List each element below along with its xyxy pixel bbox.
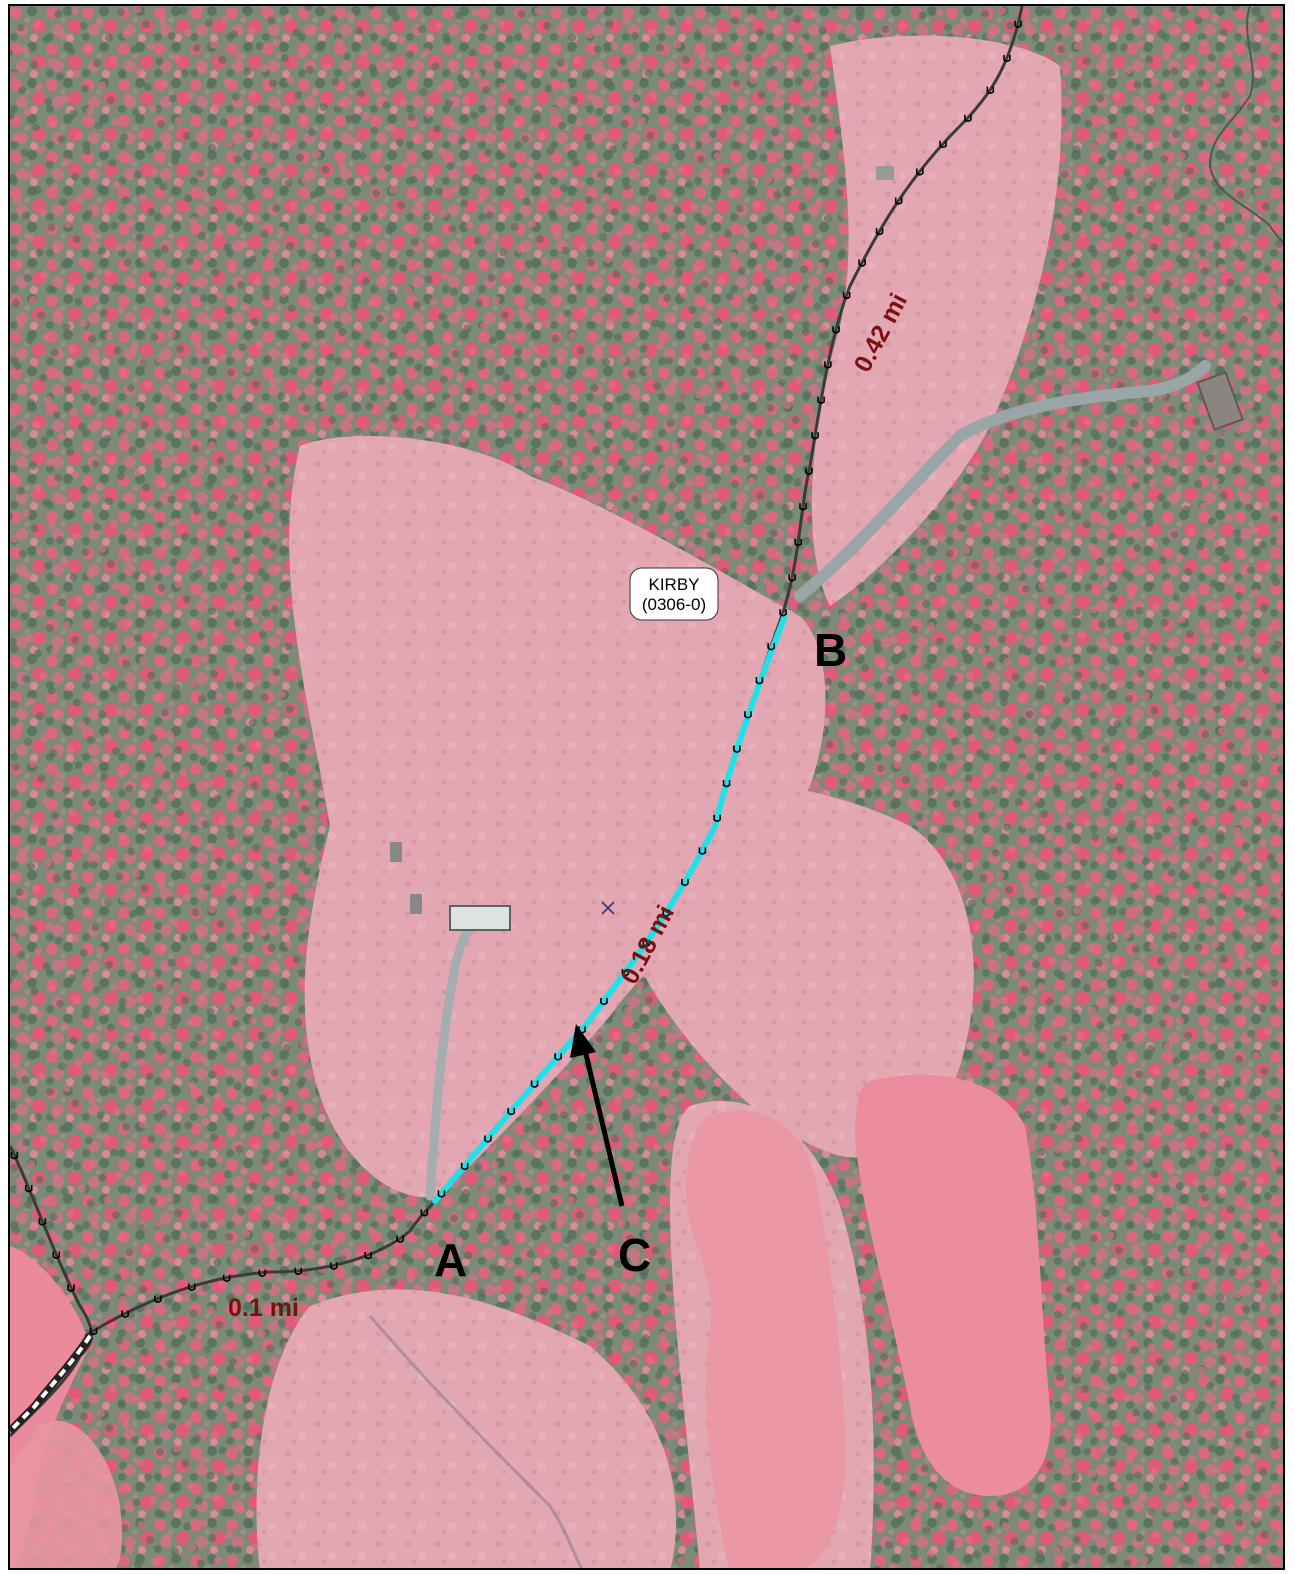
- aerial-map[interactable]: KIRBY (0306-0) B A C 0.18 mi 0.42 mi 0.1…: [10, 6, 1285, 1570]
- x-marker-icon: [601, 901, 615, 915]
- u-trail-marker-icon: [713, 814, 721, 823]
- u-trail-marker-icon: [799, 503, 807, 511]
- pond-east: [855, 1074, 1051, 1496]
- u-trail-marker-icon: [698, 847, 707, 855]
- u-trail-marker-icon: [187, 1283, 196, 1291]
- u-trail-marker-icon: [222, 1274, 231, 1283]
- u-trail-marker-icon: [986, 86, 995, 94]
- u-trail-marker-icon: [437, 1190, 446, 1198]
- central-clearing: [289, 436, 826, 1198]
- u-trail-marker-icon: [154, 1295, 162, 1303]
- u-trail-marker-icon: [939, 140, 947, 149]
- u-trail-marker-icon: [364, 1252, 373, 1260]
- u-trail-marker-icon: [755, 677, 764, 685]
- building-barn: [1196, 371, 1244, 431]
- arrow-pointer-icon: [570, 1024, 625, 1207]
- u-trail-marker-icon: [744, 711, 752, 719]
- u-trail-marker-icon: [24, 1185, 33, 1193]
- u-trail-marker-icon: [858, 259, 866, 267]
- driveway: [425, 926, 473, 1201]
- access-road: [794, 360, 1211, 602]
- point-b-label: B: [814, 624, 847, 676]
- u-trail-marker-icon: [842, 291, 851, 300]
- place-code: (0306-0): [642, 595, 706, 614]
- u-trail-marker-icon: [662, 909, 671, 917]
- building-house: [449, 905, 511, 931]
- u-trail-marker-icon: [530, 1080, 539, 1088]
- u-trail-marker-icon: [52, 1251, 61, 1259]
- u-trail-marker-icon: [460, 1162, 469, 1171]
- place-label: KIRBY (0306-0): [629, 567, 719, 621]
- u-trail-marker-icon: [642, 939, 651, 947]
- u-trail-marker-icon: [824, 361, 832, 369]
- u-trail-marker-icon: [554, 1053, 562, 1061]
- south-clearing: [256, 1289, 676, 1568]
- point-c-label: C: [618, 1229, 651, 1281]
- north-clearing: [811, 35, 1062, 606]
- u-trail-marker-icon: [1003, 54, 1011, 63]
- u-trail-marker-icon: [733, 745, 741, 753]
- u-trail-marker-icon: [621, 968, 630, 977]
- u-trail-marker-icon: [916, 168, 924, 176]
- u-trail-marker-icon: [396, 1235, 404, 1243]
- u-trail-marker-icon: [811, 432, 819, 440]
- u-trail-marker-icon: [964, 114, 972, 123]
- highlighted-route[interactable]: [432, 613, 788, 1204]
- point-a-label: A: [434, 1234, 467, 1286]
- u-trail-marker-icon: [817, 396, 825, 404]
- u-trail-marker-icon: [794, 538, 802, 547]
- u-trail-marker-icon: [420, 1209, 429, 1217]
- u-trail-marker-icon: [1014, 20, 1022, 28]
- u-trail-marker-icon: [67, 1284, 75, 1292]
- u-trail-marker-icon: [258, 1269, 267, 1277]
- building-shed: [876, 166, 894, 180]
- stream: [1208, 6, 1283, 244]
- u-trail-marker-icon: [507, 1107, 515, 1116]
- distance-southwest-label: 0.1 mi: [228, 1294, 299, 1322]
- u-trail-marker-icon: [805, 467, 813, 475]
- u-trail-marker-icons: [10, 20, 1022, 1336]
- u-trail-marker-icon: [681, 878, 689, 887]
- u-trail-marker-icon: [832, 326, 840, 334]
- u-trail-marker-icon: [89, 1327, 98, 1336]
- u-trail-marker-icon: [875, 227, 884, 236]
- u-trail-marker-icon: [121, 1310, 129, 1318]
- map-frame: KIRBY (0306-0) B A C 0.18 mi 0.42 mi 0.1…: [8, 4, 1285, 1570]
- u-trail-marker-icon: [38, 1218, 47, 1226]
- place-name: KIRBY: [648, 575, 699, 594]
- u-trail-marker-icon: [600, 997, 608, 1006]
- u-trail-marker-icon: [294, 1267, 303, 1276]
- u-trail-marker-icon: [779, 609, 787, 617]
- u-trail-marker-icon: [722, 779, 731, 788]
- u-trail-marker-icon: [767, 643, 775, 651]
- pond-south: [686, 1110, 846, 1568]
- u-trail-marker-icon: [788, 574, 796, 582]
- u-trail-marker-icon: [484, 1135, 492, 1143]
- u-trail-marker-icon: [10, 1152, 19, 1160]
- u-trail-marker-icon: [894, 197, 903, 205]
- u-trail-marker-icon: [329, 1262, 338, 1270]
